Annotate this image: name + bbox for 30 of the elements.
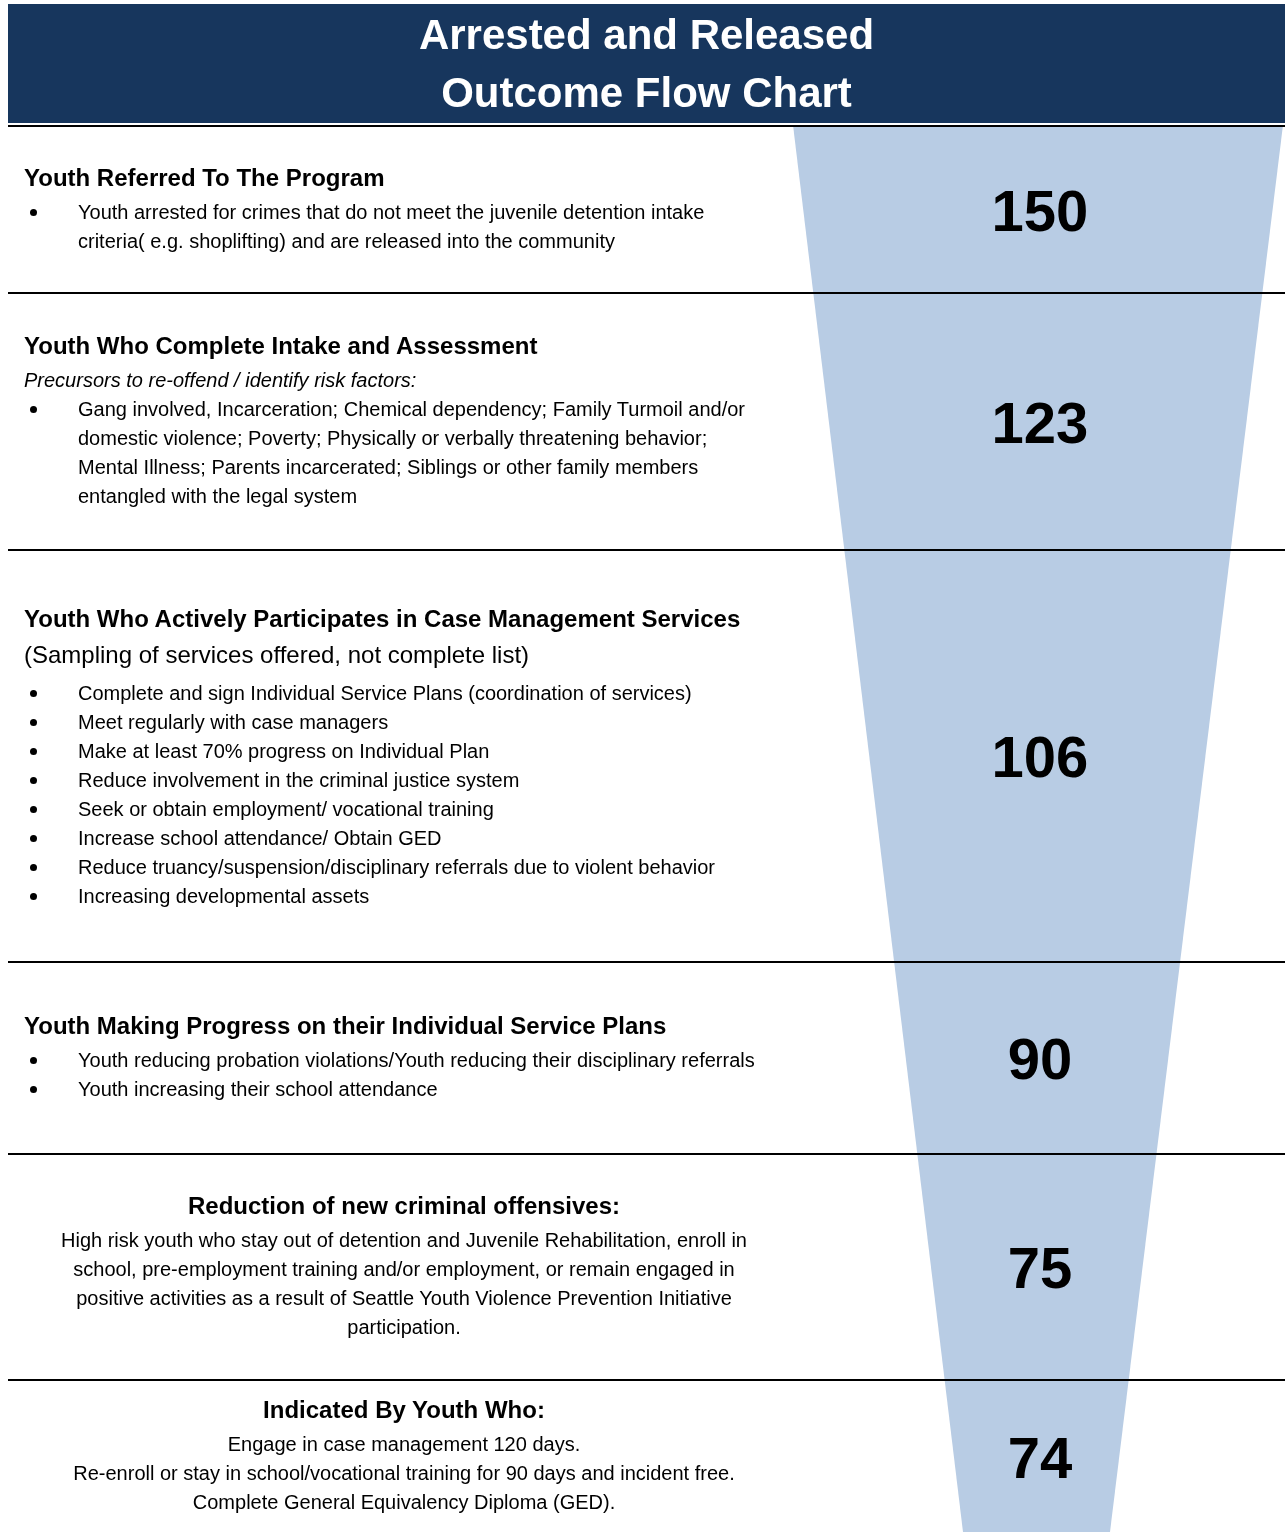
bullet-text: Meet regularly with case managers — [78, 710, 389, 735]
count-number: 150 — [990, 176, 1090, 243]
bullet-text: Youth increasing their school attendance — [78, 1077, 438, 1102]
bullet-text: Reduce involvement in the criminal justice system — [78, 768, 520, 793]
title: Arrested and Released Outcome Flow Chart — [417, 9, 876, 118]
bullet-text: Make at least 70% progress on Individual Plan — [78, 739, 490, 764]
body-text: Re-enroll or stay in school/vocational training for 90 days and incident free. — [73, 1461, 735, 1486]
bullet-text: Increase school attendance/ Obtain GED — [78, 826, 442, 851]
bullet-text: Youth arrested for crimes that do not meet the juvenile detention intake criteria( e.g. shoplifting) and are released into the community — [78, 199, 706, 254]
body-text: High risk youth who stay out of detention and Juvenile Rehabilitation, enroll in school, pre-employment training and/or employment, or remain engaged in positive activities as a result of Seattle Youth Violence Prevention Initiative participation. — [60, 1228, 748, 1340]
section-heading: Youth Who Actively Participates in Case Management Services (Sampling of services offered, not complete list) — [24, 604, 742, 670]
count-number: 106 — [990, 722, 1090, 790]
bullet-text: Increasing developmental assets — [78, 884, 370, 909]
body-text: Precursors to re-offend / identify risk factors: — [24, 368, 418, 393]
count-number: 90 — [1006, 1024, 1074, 1092]
section-heading: Youth Referred To The Program — [24, 163, 386, 192]
count-number: 75 — [1006, 1233, 1074, 1301]
bullet-text: Seek or obtain employment/ vocational training — [78, 797, 494, 822]
bullet-text: Complete and sign Individual Service Plans (coordination of services) — [78, 681, 692, 706]
section-heading: Indicated By Youth Who: — [263, 1396, 545, 1424]
bullet-text: Gang involved, Incarceration; Chemical dependency; Family Turmoil and/or domestic violence; Poverty; Physically or verbally threatening behavior; Mental Illness; Parents incarcerated; Siblings or other family members entangled with the legal system — [78, 397, 746, 509]
bullet-text: Youth reducing probation violations/Youth reducing their disciplinary referrals — [78, 1048, 755, 1073]
bullet-text: Reduce truancy/suspension/disciplinary referrals due to violent behavior — [78, 855, 715, 880]
count-number: 123 — [990, 388, 1090, 455]
count-number: 74 — [1006, 1423, 1074, 1490]
body-text: Engage in case management 120 days. — [227, 1432, 581, 1457]
body-text: Complete General Equivalency Diploma (GED). — [192, 1490, 616, 1515]
section-heading: Reduction of new criminal offensives: — [187, 1192, 621, 1220]
section-heading: Youth Making Progress on their Individual Service Plans — [24, 1012, 668, 1040]
section-heading: Youth Who Complete Intake and Assessment — [24, 332, 539, 360]
